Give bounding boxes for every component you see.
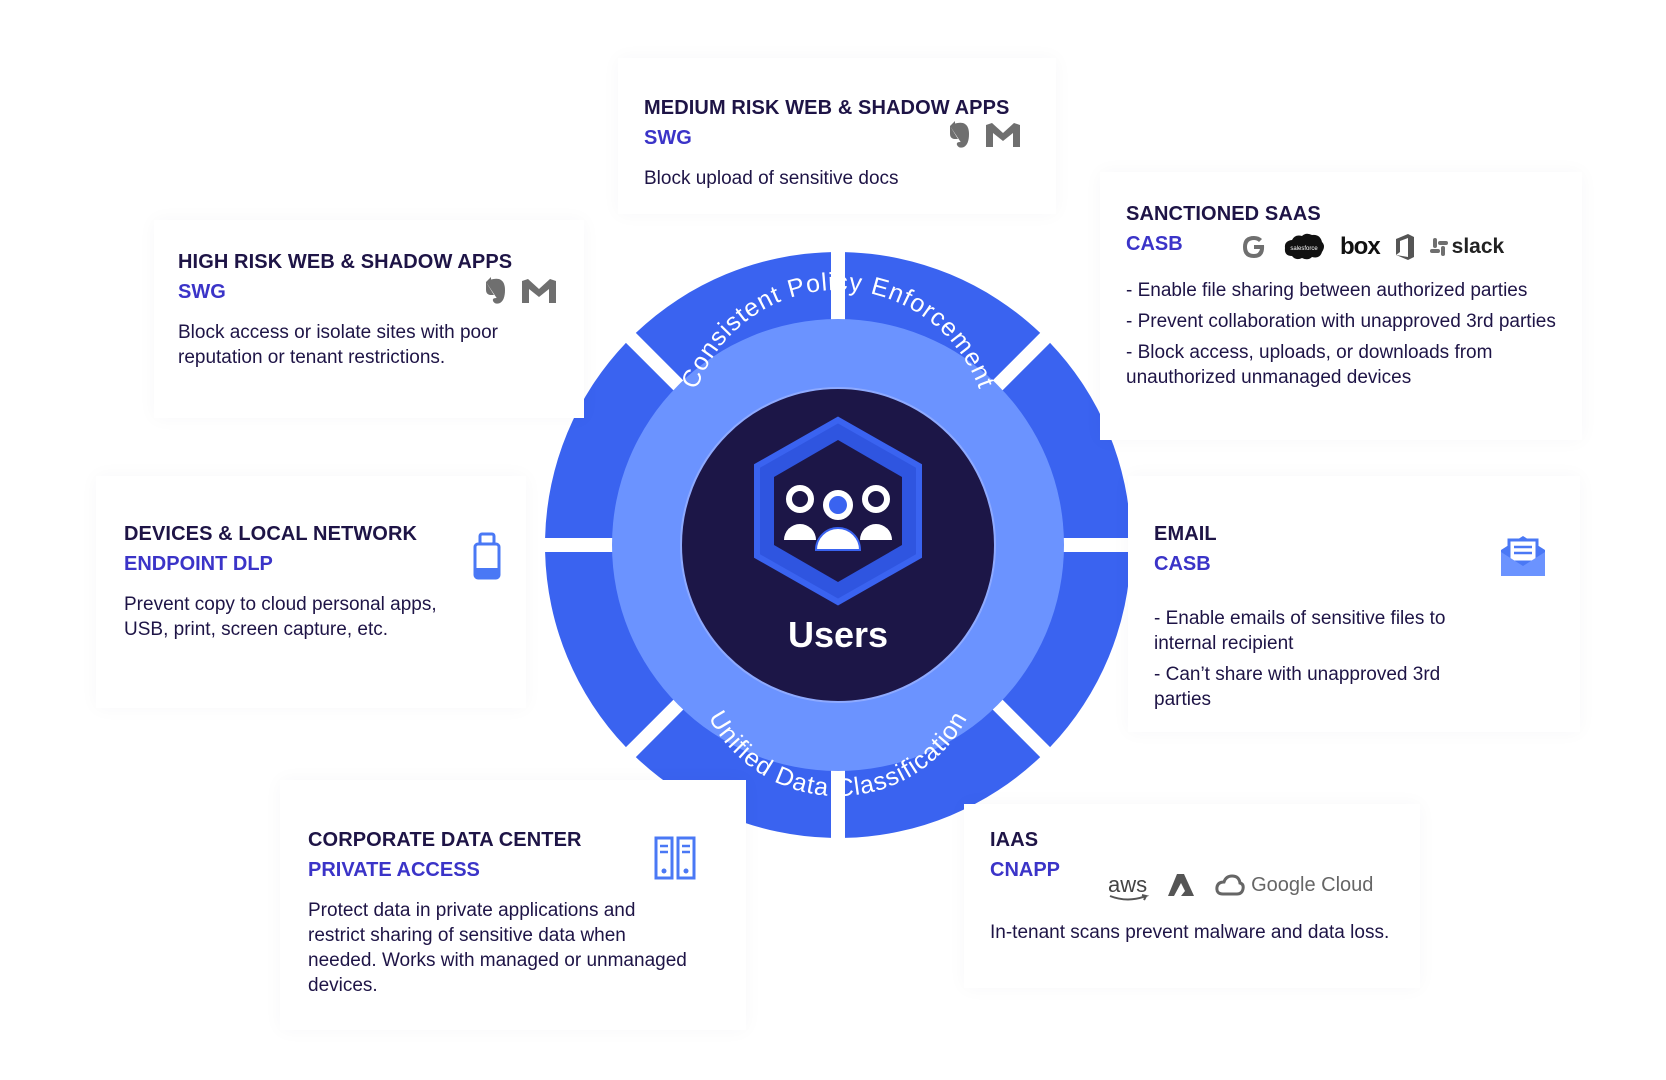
ring-segment [635,252,832,382]
card-subtitle: PRIVATE ACCESS [308,859,480,881]
google-cloud-logo: Google Cloud [1215,874,1373,897]
google-icon [1243,236,1265,258]
azure-icon [1168,874,1195,896]
card-subtitle: ENDPOINT DLP [124,553,273,575]
card-subtitle: SWG [178,281,226,303]
card-iaas: IAAS CNAPP In-tenant scans prevent malwa… [964,804,1420,988]
card-subtitle: SWG [644,127,692,149]
card-subtitle: CNAPP [990,859,1061,881]
envelope-icon [1501,536,1545,576]
outer-segment-ring [545,252,1131,838]
server-icon [654,836,696,880]
gmail-icon [986,123,1020,147]
card-title: MEDIUM RISK WEB & SHADOW APPS [644,97,1010,119]
card-subtitle: CASB [1126,233,1183,255]
svg-text:salesforce: salesforce [1290,246,1318,252]
cloud-icon [1215,874,1245,896]
slack-icon [1429,238,1448,256]
card-subtitle: CASB [1154,553,1211,575]
card-description: Prevent copy to cloud personal apps, USB… [124,594,437,640]
evernote-icon [950,121,969,148]
aws-smile-icon [1109,894,1150,901]
card-data-center: CORPORATE DATA CENTER PRIVATE ACCESS Pro… [280,780,746,1030]
office-icon [1395,234,1414,260]
aws-logo: aws [1108,872,1150,901]
salesforce-logo: salesforce [1284,233,1324,260]
card-description: Block access or isolate sites with poor … [178,322,498,368]
ring-segment [545,551,675,748]
card-title: CORPORATE DATA CENTER [308,829,582,851]
card-medium-risk: MEDIUM RISK WEB & SHADOW APPS SWG Block … [618,58,1056,214]
card-description: Protect data in private applications and… [308,900,687,996]
card-title: SANCTIONED SAAS [1126,203,1321,225]
card-devices: DEVICES & LOCAL NETWORK ENDPOINT DLP Pre… [96,476,526,708]
card-title: IAAS [990,829,1039,851]
users-hexagon-icon [754,416,922,606]
ring-segment [844,252,1041,382]
usb-drive-icon [473,532,501,580]
card-title: HIGH RISK WEB & SHADOW APPS [178,251,513,273]
evernote-icon [486,277,505,304]
card-sanctioned-saas: SANCTIONED SAAS CASB - Enable file shari… [1100,172,1582,440]
ring-segment [635,708,832,838]
gmail-icon [522,279,556,303]
bullet-item: - Can’t share with unapproved 3rd partie… [1154,664,1441,710]
card-title: EMAIL [1154,523,1217,545]
ring-segment [1001,342,1131,539]
center-label: Users [788,614,888,655]
card-high-risk: HIGH RISK WEB & SHADOW APPS SWG Block ac… [154,220,584,418]
bullet-item: - Block access, uploads, or downloads fr… [1126,342,1493,388]
bullet-item: - Enable emails of sensitive files to in… [1154,608,1446,654]
ring-segment [844,708,1041,838]
slack-logo: slack [1429,235,1504,259]
bullet-item: - Enable file sharing between authorized… [1126,280,1528,301]
card-description: Block upload of sensitive docs [644,168,899,189]
card-description: In-tenant scans prevent malware and data… [990,922,1390,943]
box-logo: box [1340,233,1381,260]
ring-segment [545,342,675,539]
card-title: DEVICES & LOCAL NETWORK [124,523,418,545]
card-email: EMAIL CASB - Enable emails of sensitive … [1128,476,1580,732]
bullet-item: - Prevent collaboration with unapproved … [1126,311,1556,332]
ring-segment [1001,551,1131,748]
